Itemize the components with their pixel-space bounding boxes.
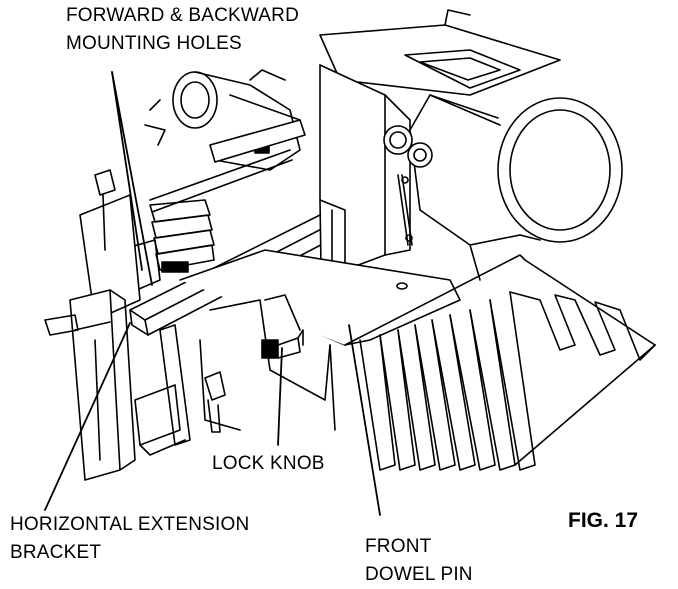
leader-mounting-holes-1 — [111, 71, 143, 271]
accordion-cover — [344, 254, 656, 471]
label-extension-bracket-line2: BRACKET — [10, 542, 102, 563]
leader-mounting-holes-2 — [111, 71, 153, 286]
lock-knob-part — [261, 329, 304, 359]
base-tray — [159, 249, 461, 446]
left-frame — [44, 169, 186, 481]
label-lock-knob: LOCK KNOB — [212, 453, 325, 474]
leader-lines — [44, 71, 381, 516]
drive-assembly — [144, 69, 306, 213]
leader-lock-knob — [277, 347, 283, 446]
leader-dowel-pin — [348, 324, 381, 516]
lower-latch — [204, 371, 226, 433]
label-extension-bracket-line1: HORIZONTAL EXTENSION — [10, 514, 250, 535]
central-housing — [319, 64, 433, 271]
label-dowel-pin-line1: FRONT — [365, 536, 432, 557]
figure-number: FIG. 17 — [568, 509, 639, 532]
label-mounting-holes-line2: MOUNTING HOLES — [66, 33, 242, 54]
motor-housing — [409, 94, 623, 281]
label-dowel-pin-line2: DOWEL PIN — [365, 564, 473, 585]
label-mounting-holes-line1: FORWARD & BACKWARD — [66, 5, 300, 26]
leader-extension-bracket — [44, 322, 131, 511]
top-mounting-plate — [319, 9, 561, 121]
bellows-spring — [119, 199, 215, 296]
